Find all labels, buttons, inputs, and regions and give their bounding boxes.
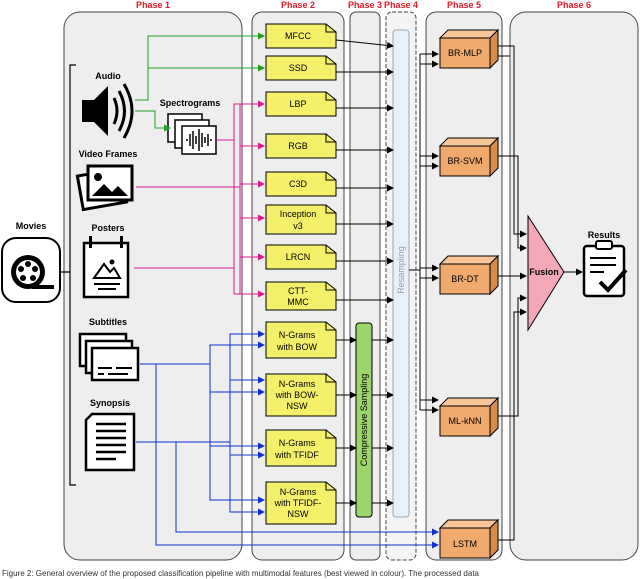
clipboard-check-icon	[582, 240, 628, 298]
phase-6-panel	[509, 11, 639, 561]
feature-ngram-bow-nsw: N-Grams with BOW- NSW	[265, 373, 337, 417]
text-arrows	[136, 330, 439, 549]
feature-lrcn-label: LRCN	[286, 252, 311, 262]
feature-mfcc: MFCC	[265, 23, 337, 49]
feature-rgb: RGB	[265, 133, 337, 159]
phase-2-title: Phase 2	[281, 0, 315, 10]
compressive-sampling-label: Compressive Sampling	[359, 374, 369, 467]
feature-ssd: SSD	[265, 55, 337, 81]
movies-bracket	[60, 64, 76, 486]
feature-ngram-bow-nsw-label-1: N-Grams	[279, 379, 316, 389]
resampling-label: Resampling	[396, 246, 406, 294]
ml-knn-label: ML-kNN	[449, 416, 482, 426]
audio-label: Audio	[95, 71, 121, 81]
feature-inception-label-2: v3	[293, 221, 303, 231]
classifier-br-dt: BR-DT	[438, 254, 500, 296]
phase-5-title: Phase 5	[447, 0, 481, 10]
classifier-br-svm: BR-SVM	[438, 136, 500, 178]
document-icon	[84, 412, 136, 472]
feature-rgb-label: RGB	[288, 141, 308, 151]
visual-arrows	[134, 104, 265, 298]
results-label: Results	[588, 230, 621, 240]
feature-mfcc-label: MFCC	[285, 31, 311, 41]
feature-ctt-mmc: CTT- MMC	[265, 281, 337, 311]
feature-ngram-tfidf-nsw-label-3: NSW	[288, 509, 310, 519]
feature-ngram-bow-nsw-label-2: with BOW-	[275, 390, 319, 400]
feature-lbp: LBP	[265, 91, 337, 117]
phase-1-title: Phase 1	[136, 0, 170, 10]
spectrograms-label: Spectrograms	[160, 98, 221, 108]
feature-ctt-mmc-label-1: CTT-	[288, 286, 308, 296]
phase-4-title: Phase 4	[384, 0, 418, 10]
feature-c3d: C3D	[265, 171, 337, 197]
poster-icon	[82, 236, 130, 299]
feature-ngram-bow-label-1: N-Grams	[279, 330, 316, 340]
feature-to-resampling-arrows	[335, 39, 394, 507]
feature-ngram-tfidf: N-Grams with TFIDF	[265, 429, 337, 467]
spectrogram-icon	[167, 113, 217, 155]
feature-inception-label-1: Inception	[280, 209, 317, 219]
lstm-label: LSTM	[453, 539, 477, 549]
resampling-bar	[392, 29, 410, 518]
spectrogram-arrows	[216, 100, 265, 141]
film-reel-icon	[1, 237, 61, 303]
feature-inception: Inception v3	[265, 204, 337, 235]
audio-arrows	[135, 32, 265, 132]
fusion-label: Fusion	[529, 267, 559, 277]
feature-ngram-tfidf-label-1: N-Grams	[279, 438, 316, 448]
movies-label: Movies	[16, 221, 47, 231]
classifier-ml-knn: ML-kNN	[438, 396, 500, 438]
feature-ngram-bow: N-Grams with BOW	[265, 321, 337, 359]
speaker-icon	[82, 83, 134, 139]
classifier-to-fusion-arrows	[498, 45, 527, 541]
resampling-to-classifier-arrows	[409, 50, 439, 414]
feature-lrcn: LRCN	[265, 244, 337, 270]
compressive-sampling-bar	[355, 322, 373, 518]
br-dt-label: BR-DT	[451, 274, 479, 284]
feature-ngram-tfidf-nsw-label-1: N-Grams	[280, 487, 317, 497]
feature-ngram-bow-label-2: with BOW	[276, 342, 318, 352]
br-mlp-label: BR-MLP	[448, 48, 482, 58]
posters-label: Posters	[91, 223, 124, 233]
phase-6-title: Phase 6	[557, 0, 591, 10]
fusion-block	[527, 214, 565, 332]
feature-ngram-tfidf-label-2: with TFIDF	[274, 450, 319, 460]
subtitles-label: Subtitles	[89, 317, 127, 327]
video-frames-icon	[75, 164, 134, 212]
classifier-lstm: LSTM	[438, 518, 500, 560]
phase-3-title: Phase 3	[348, 0, 382, 10]
br-svm-label: BR-SVM	[447, 156, 482, 166]
classifier-br-mlp: BR-MLP	[438, 28, 500, 70]
feature-lbp-label: LBP	[289, 99, 306, 109]
synopsis-label: Synopsis	[90, 398, 130, 408]
feature-ngram-tfidf-nsw: N-Grams with TFIDF- NSW	[265, 481, 337, 525]
subtitles-icon	[78, 332, 140, 382]
feature-ctt-mmc-label-2: MMC	[287, 297, 309, 307]
feature-c3d-label: C3D	[289, 179, 308, 189]
figure-caption: Figure 2: General overview of the propos…	[2, 569, 480, 578]
feature-boxes: MFCC SSD LBP RGB C3D Inception v3	[265, 23, 337, 525]
feature-ngram-tfidf-nsw-label-2: with TFIDF-	[274, 498, 322, 508]
feature-ngram-bow-nsw-label-3: NSW	[287, 401, 309, 411]
feature-ssd-label: SSD	[289, 63, 308, 73]
video-frames-label: Video Frames	[79, 149, 138, 159]
